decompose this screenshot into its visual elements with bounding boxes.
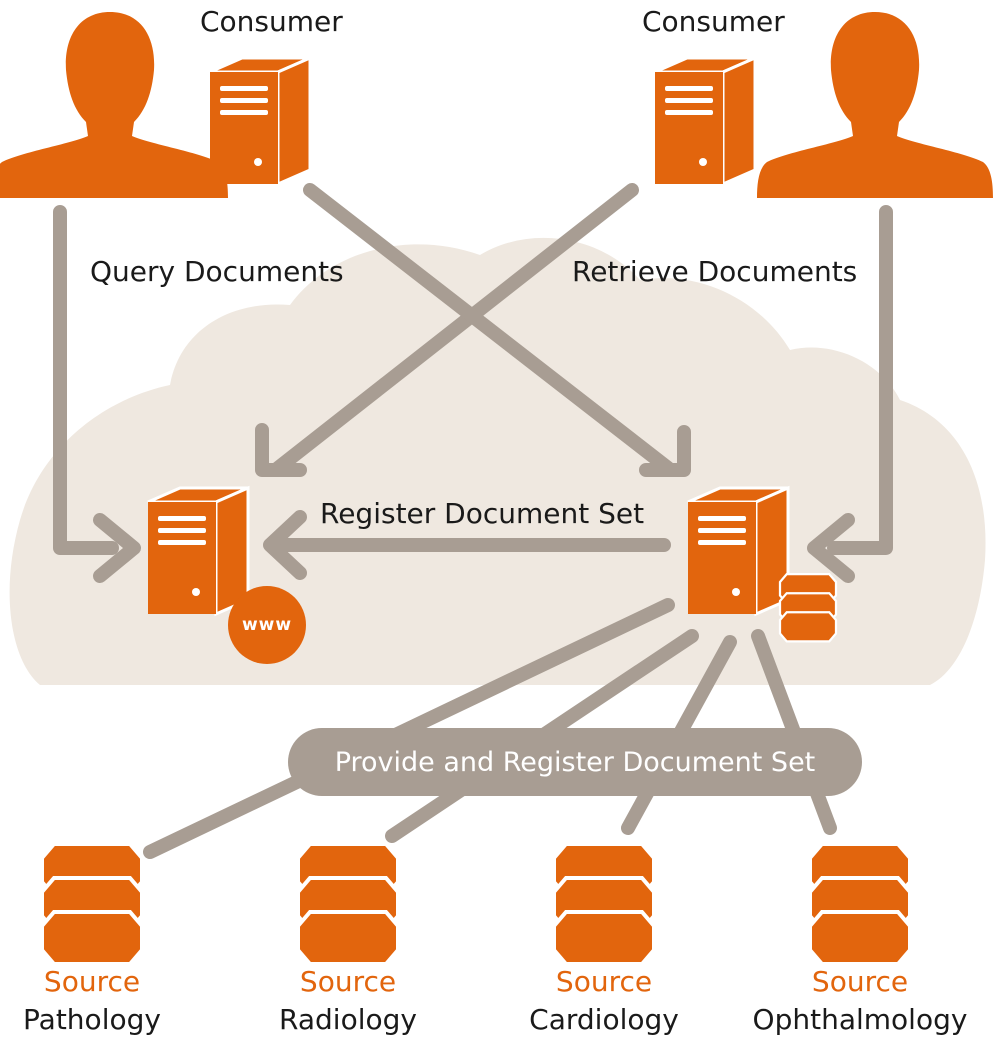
- source-word-radiology: Source: [299, 965, 397, 998]
- query-left-arrowhead: [93, 513, 141, 583]
- provide-and-register-pill: Provide and Register Document Set: [288, 728, 862, 796]
- source-database-icon-ophthalmology: [808, 842, 912, 966]
- source-name-pathology: Pathology: [23, 1003, 161, 1036]
- repository-database-icon: [778, 573, 838, 643]
- register-document-set-label: Register Document Set: [320, 497, 645, 530]
- retrieve-right-connector: [827, 205, 893, 555]
- source-database-icon-pathology: [40, 842, 144, 966]
- source-word-pathology: Source: [43, 965, 141, 998]
- consumer-right-person-icon: [757, 12, 993, 198]
- registry-server-icon: [146, 486, 250, 616]
- query-documents-label: Query Documents: [90, 255, 344, 288]
- source-database-icon-cardiology: [552, 842, 656, 966]
- source-name-ophthalmology: Ophthalmology: [752, 1003, 968, 1036]
- cloud-network-background: [9, 237, 986, 685]
- register-arrowhead: [263, 510, 307, 580]
- cross-arrowhead-registry: [255, 423, 307, 477]
- provide-and-register-label: Provide and Register Document Set: [334, 746, 816, 778]
- cross-connector-to-registry: [271, 183, 639, 475]
- source-name-radiology: Radiology: [279, 1003, 417, 1036]
- www-badge-icon: www: [228, 586, 306, 664]
- source-word-ophthalmology: Source: [811, 965, 909, 998]
- consumer-left-person-icon: [0, 12, 228, 198]
- consumer-left-label: Consumer: [200, 5, 343, 38]
- repository-server-icon: [686, 486, 790, 616]
- query-left-connector: [53, 205, 119, 555]
- consumer-right-server-icon: [653, 56, 757, 186]
- retrieve-documents-label: Retrieve Documents: [572, 255, 858, 288]
- www-badge-label: www: [241, 615, 293, 635]
- source-database-icon-radiology: [296, 842, 400, 966]
- retrieve-right-arrowhead: [807, 513, 855, 583]
- consumer-right-label: Consumer: [642, 5, 785, 38]
- consumer-left-server-icon: [208, 56, 312, 186]
- source-name-cardiology: Cardiology: [529, 1003, 679, 1036]
- cross-arrowhead-repository: [639, 425, 691, 477]
- cross-connector-to-repository: [303, 183, 675, 475]
- source-word-cardiology: Source: [555, 965, 653, 998]
